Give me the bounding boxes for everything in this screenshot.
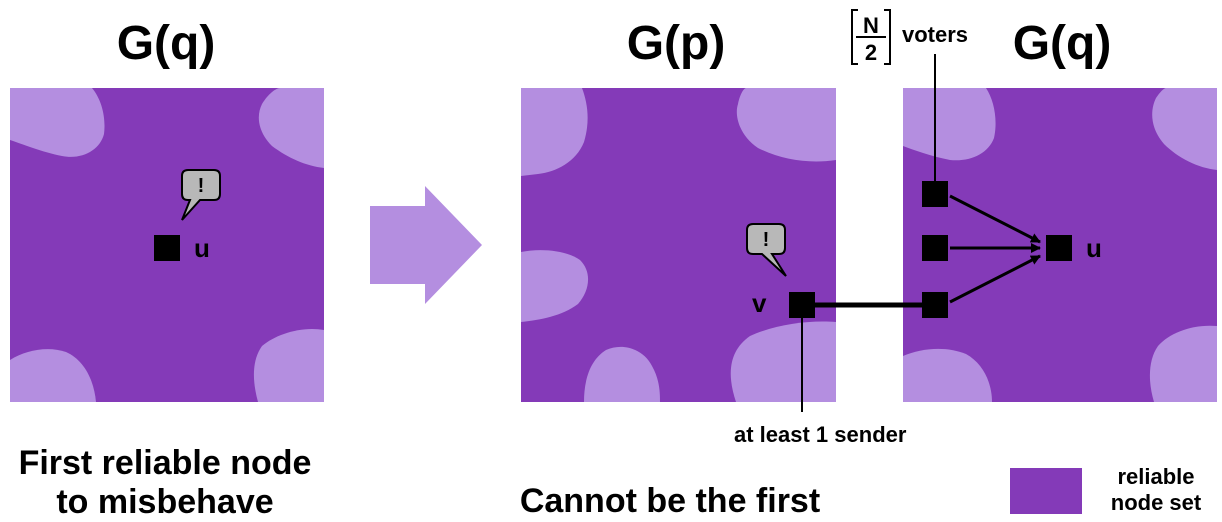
middle-caption: Cannot be the first: [519, 482, 821, 520]
left-caption-line2: to misbehave: [56, 483, 274, 522]
legend-swatch: [1010, 468, 1082, 514]
left-unreliable-corner-tr: [258, 88, 324, 168]
ceiling-n-over-2: N 2: [851, 9, 891, 65]
sender-label: at least 1 sender: [734, 422, 907, 447]
voter-node-bottom: [922, 292, 948, 318]
middle-graph-panel: ! v: [521, 88, 836, 402]
left-unreliable-corner-bl: [10, 349, 96, 402]
left-node-u: [154, 235, 180, 261]
voter-node-middle: [922, 235, 948, 261]
left-unreliable-corner-tl: [10, 88, 105, 157]
middle-unreliable-corner-tr: [736, 88, 836, 162]
right-unreliable-corner-tr: [1152, 88, 1217, 170]
right-unreliable-corner-bl: [903, 348, 992, 402]
right-unreliable-corner-tl: [903, 88, 996, 161]
left-node-u-label: u: [194, 233, 210, 263]
legend-label: reliable node set: [1090, 464, 1222, 517]
left-caption-line1: First reliable node: [18, 444, 312, 482]
left-caption: First reliable node to misbehave: [0, 444, 330, 522]
legend-label-line2: node set: [1110, 490, 1202, 516]
middle-unreliable-left-edge: [521, 250, 589, 322]
vote-arrow-bottom: [949, 254, 1041, 304]
vote-arrow-top: [949, 194, 1041, 244]
right-panel-title: G(q): [1012, 17, 1112, 70]
left-unreliable-corner-br: [253, 328, 324, 402]
left-speech-bubble: !: [181, 169, 221, 221]
node-v-label: v: [752, 288, 767, 318]
fraction-denominator: 2: [865, 40, 877, 65]
left-panel-title: G(q): [116, 17, 216, 70]
transition-arrow: [370, 186, 482, 304]
voters-label: voters: [902, 22, 968, 47]
right-graph-panel: u: [903, 88, 1217, 402]
middle-bubble-text: !: [763, 229, 770, 251]
legend-label-line1: reliable: [1117, 464, 1195, 489]
middle-unreliable-corner-br: [730, 321, 836, 402]
middle-unreliable-corner-tl: [521, 88, 588, 176]
right-node-u: [1046, 235, 1072, 261]
middle-unreliable-bottom: [584, 346, 660, 402]
fraction-numerator: N: [863, 13, 879, 38]
left-graph-panel: ! u: [10, 88, 324, 402]
voter-node-top: [922, 181, 948, 207]
middle-panel-title: G(p): [626, 17, 726, 70]
middle-node-v: [789, 292, 815, 318]
left-bubble-text: !: [198, 175, 205, 197]
right-node-u-label: u: [1086, 233, 1102, 263]
middle-speech-bubble: !: [746, 223, 787, 277]
right-unreliable-corner-br: [1149, 325, 1217, 402]
